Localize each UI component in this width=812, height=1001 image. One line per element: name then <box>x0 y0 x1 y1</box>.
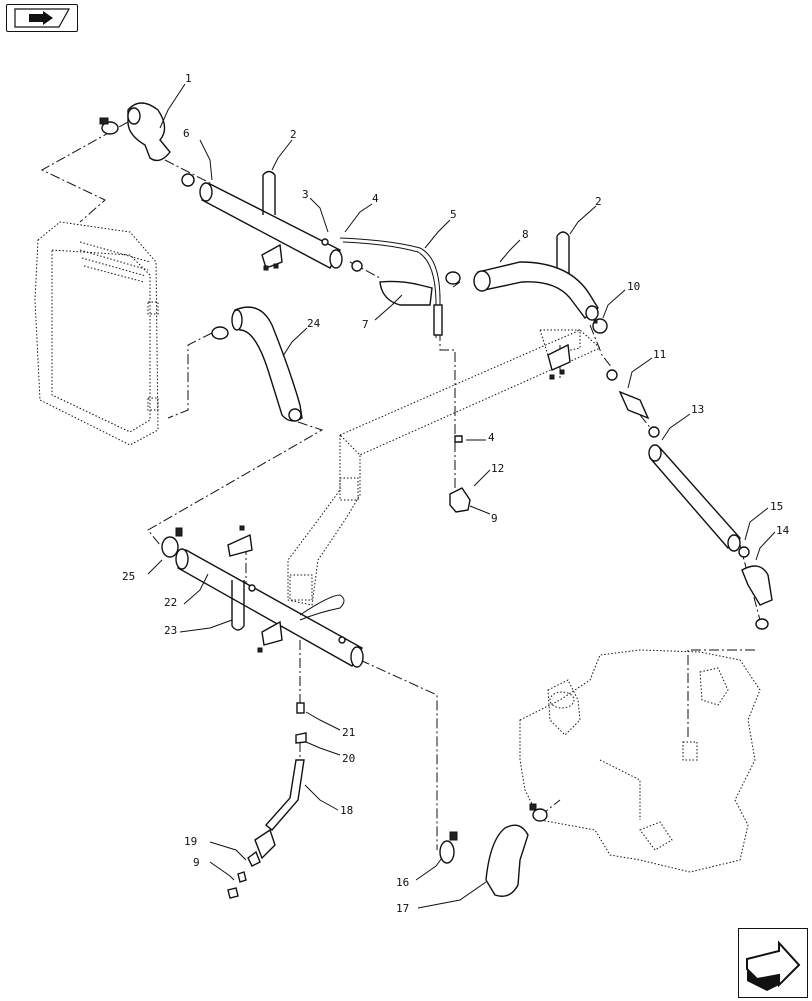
callout-4b: 4 <box>488 431 495 444</box>
callout-24: 24 <box>307 317 321 330</box>
callout-19: 19 <box>184 835 197 848</box>
previous-page-button[interactable] <box>6 4 78 32</box>
callout-16: 16 <box>396 876 409 889</box>
callout-20: 20 <box>342 752 355 765</box>
callout-17: 17 <box>396 902 409 915</box>
callout-1: 1 <box>185 72 192 85</box>
callout-23: 23 <box>164 624 177 637</box>
u-bolt <box>547 231 571 380</box>
hose-17 <box>485 824 529 897</box>
fitting-4 <box>454 435 463 443</box>
drain-hose <box>247 759 305 867</box>
callout-12: 12 <box>491 462 504 475</box>
vent-line <box>339 237 443 338</box>
hose-clamp <box>351 260 461 285</box>
callout-7: 7 <box>362 318 369 331</box>
callout-9b: 9 <box>193 856 200 869</box>
hose-7 <box>379 280 433 306</box>
callout-9a: 9 <box>491 512 498 525</box>
callout-8: 8 <box>522 228 529 241</box>
routing-lines <box>40 121 761 850</box>
support-frame <box>287 329 601 606</box>
hose-clamp <box>738 546 750 558</box>
coupler-11 <box>606 369 660 438</box>
engine-block <box>519 649 761 873</box>
drain-plug <box>227 871 247 899</box>
callout-22: 22 <box>164 596 177 609</box>
hose-clamp <box>529 803 548 822</box>
u-bolt <box>261 170 283 271</box>
callout-10: 10 <box>627 280 640 293</box>
hose-clamp <box>592 318 608 334</box>
hose-clamp <box>181 173 195 187</box>
hose-clamp <box>99 117 119 135</box>
hose-14 <box>741 565 773 606</box>
callout-leaders <box>147 83 776 909</box>
vent-line-lower <box>299 594 345 621</box>
drain-fitting <box>295 702 307 744</box>
callout-6: 6 <box>183 127 190 140</box>
hose-clamp <box>439 831 458 864</box>
callout-4: 4 <box>372 192 379 205</box>
lower-tube <box>175 548 364 668</box>
callout-3: 3 <box>302 188 309 201</box>
arrow-back-icon <box>14 8 71 28</box>
arrow-forward-icon <box>746 940 801 991</box>
hose-clamp <box>755 618 769 630</box>
callout-14: 14 <box>776 524 790 537</box>
callout-labels: 1 2 3 4 5 6 7 8 2 10 11 13 24 4 12 9 15 … <box>122 72 790 915</box>
hose-24 <box>231 306 303 422</box>
callout-2: 2 <box>290 128 297 141</box>
callout-25: 25 <box>122 570 135 583</box>
lower-right-pipe <box>648 444 742 552</box>
callout-13: 13 <box>691 403 704 416</box>
u-bolt <box>227 525 283 653</box>
callout-5: 5 <box>450 208 457 221</box>
hose-clamp <box>161 527 183 558</box>
upper-hose <box>127 102 171 162</box>
callout-18: 18 <box>340 804 353 817</box>
callout-21: 21 <box>342 726 355 739</box>
fitting-12 <box>449 487 471 513</box>
callout-15: 15 <box>770 500 783 513</box>
next-page-button[interactable] <box>738 928 808 998</box>
radiator <box>34 221 159 446</box>
elbow-pipe <box>473 261 599 321</box>
hose-clamp <box>211 326 229 340</box>
upper-pipe <box>199 182 343 269</box>
callout-11: 11 <box>653 348 666 361</box>
callout-2b: 2 <box>595 195 602 208</box>
